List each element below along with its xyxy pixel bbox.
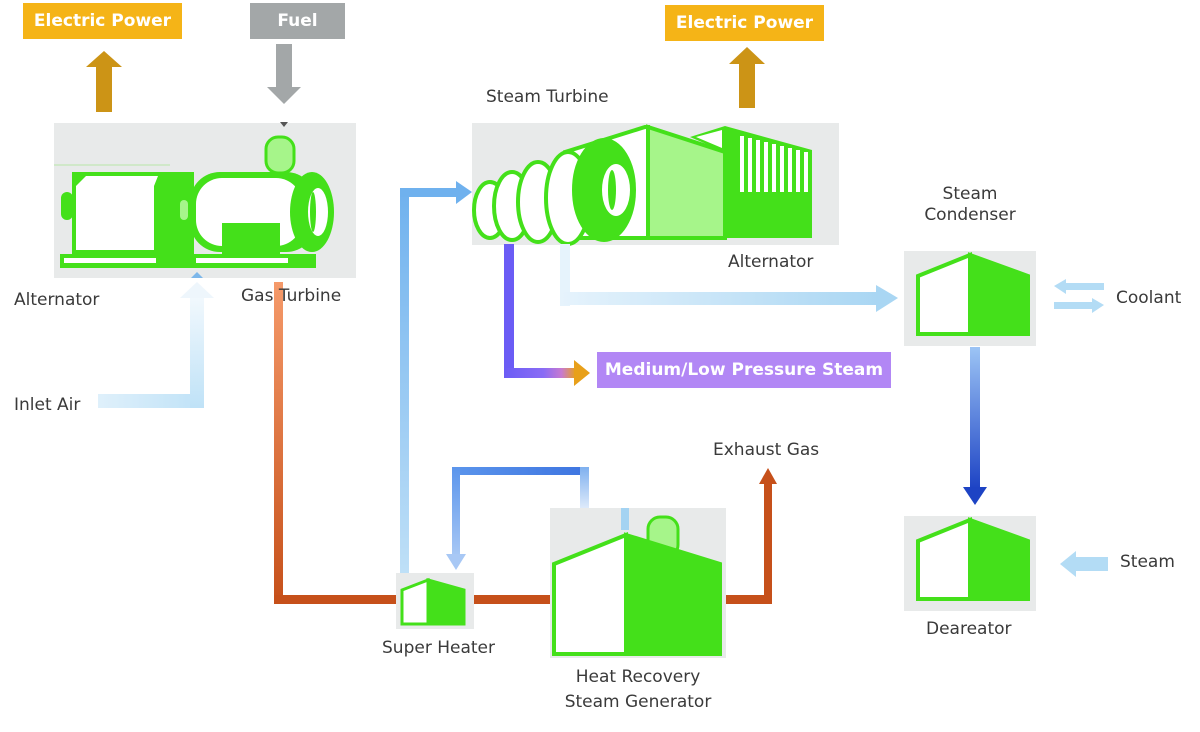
steam-condenser-label-line1: Steam — [942, 184, 998, 204]
alternator-right-label: Alternator — [728, 252, 814, 272]
deareator-label: Deareator — [926, 619, 1012, 639]
medium-low-pressure-steam-tag-label: Medium/Low Pressure Steam — [604, 360, 884, 380]
medium-low-pressure-steam-tag: Medium/Low Pressure Steam — [597, 352, 891, 388]
electric-power-arrow-left — [86, 51, 122, 112]
fuel-tag-label: Fuel — [277, 11, 318, 31]
condensate-arrow — [963, 347, 987, 505]
exhaust-gas-arrow — [759, 468, 777, 484]
super-heater-label: Super Heater — [382, 638, 495, 658]
gas-turbine-alternator-unit — [54, 123, 356, 278]
alternator-left-label: Alternator — [14, 290, 100, 310]
hot-gas-flow-line — [274, 282, 777, 604]
gas-turbine-label: Gas Turbine — [241, 286, 342, 306]
electric-power-tag-left-label: Electric Power — [33, 11, 172, 31]
electric-power-tag-right-label: Electric Power — [675, 13, 814, 33]
fuel-tag: Fuel — [250, 3, 345, 39]
exhaust-gas-label: Exhaust Gas — [713, 440, 820, 460]
steam-in-arrow — [1060, 551, 1108, 577]
steam-label: Steam — [1120, 552, 1175, 572]
hrsg-label-line2: Steam Generator — [564, 692, 712, 713]
alternator-icon-left — [61, 172, 194, 256]
superheated-steam-line — [400, 181, 472, 576]
steam-turbine-label: Steam Turbine — [486, 87, 609, 107]
steam-condenser-label-line2: Condenser — [924, 205, 1016, 226]
inlet-air-label: Inlet Air — [14, 395, 81, 415]
electric-power-tag-right: Electric Power — [665, 5, 824, 41]
hrsg-label: Heat Recovery Steam Generator — [548, 667, 728, 714]
mlp-steam-arrow — [504, 244, 590, 386]
hrsg-return-line — [446, 467, 589, 570]
coolant-label: Coolant — [1116, 288, 1182, 308]
steam-condenser-icon — [904, 251, 1036, 346]
steam-turbine-alternator-unit — [472, 123, 839, 246]
coolant-arrows — [1054, 279, 1104, 313]
super-heater-icon — [396, 573, 474, 629]
hrsg-icon — [550, 508, 726, 658]
electric-power-tag-left: Electric Power — [23, 3, 182, 39]
inlet-air-arrow — [98, 272, 214, 408]
gas-turbine-icon — [60, 135, 334, 268]
steam-condenser-label: Steam Condenser — [910, 184, 1030, 227]
fuel-arrow — [267, 44, 301, 104]
exhaust-steam-to-condenser-arrow — [560, 244, 898, 312]
hrsg-label-line1: Heat Recovery — [575, 667, 701, 687]
electric-power-arrow-right — [729, 47, 765, 108]
deareator-icon — [904, 516, 1036, 611]
